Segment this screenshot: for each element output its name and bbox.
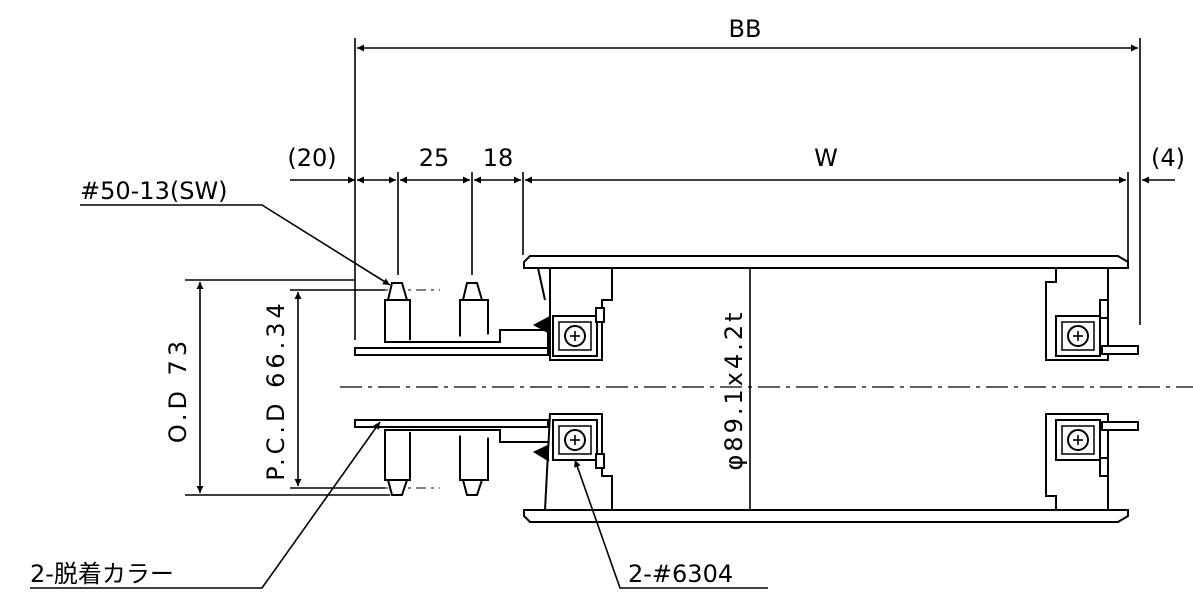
roller-tube [523,255,1129,523]
leader-lines [30,204,768,589]
extension-lines [185,38,1141,496]
label-dim-18: 18 [483,144,514,172]
label-tube: φ89.1x4.2t [720,309,748,470]
label-collar: 2-脱着カラー [30,560,174,588]
label-od: O.D 73 [164,337,192,443]
label-bb: BB [729,15,762,43]
bearing-icon [552,419,598,461]
bearing-icon [1055,419,1101,461]
label-pcd: P.C.D 66.34 [262,299,290,481]
label-w: W [814,144,838,172]
shaft-collar [354,282,549,496]
label-dim-20: (20) [287,144,336,172]
bearing-icon [552,315,598,357]
label-bearing: 2-#6304 [628,560,733,588]
right-housing [1045,267,1139,511]
left-bearing-caps [595,307,605,469]
label-dim-25: 25 [419,144,450,172]
left-housing [532,267,613,511]
label-sprocket: #50-13(SW) [80,177,228,205]
bearing-icon [1055,315,1101,357]
label-dim-4: (4) [1151,144,1185,172]
dimension-lines [196,44,1175,519]
